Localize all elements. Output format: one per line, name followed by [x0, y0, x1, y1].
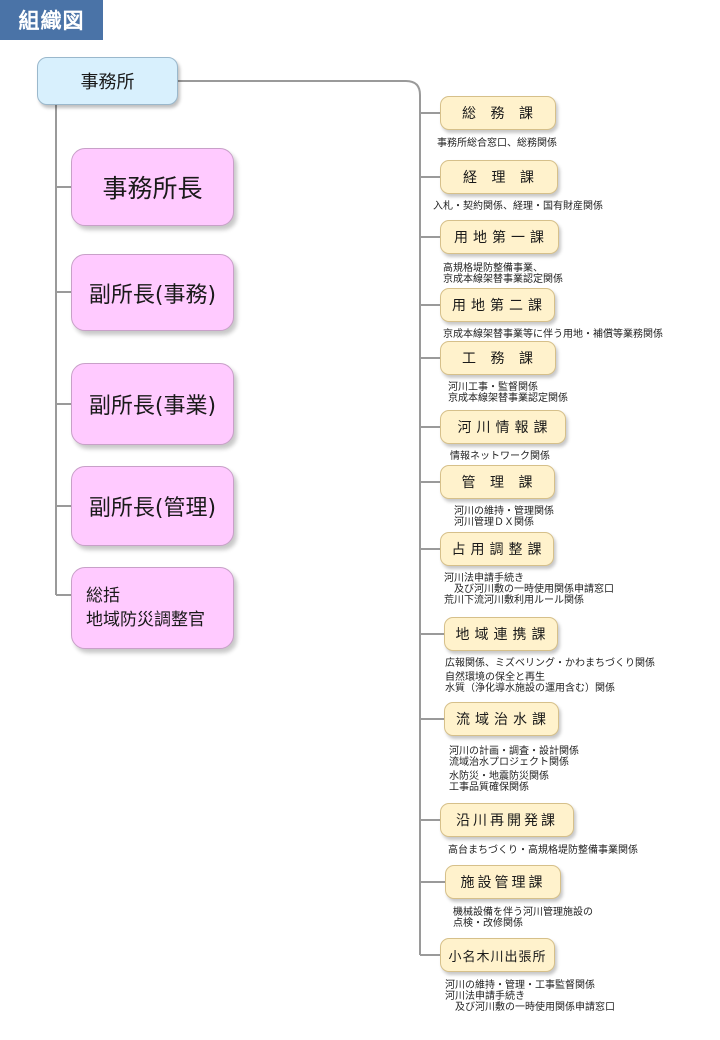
dept-general-affairs: 総 務 課: [440, 96, 556, 130]
dept-management-desc: 河川の維持・管理関係 河川管理ＤＸ関係: [454, 506, 554, 528]
dept-basin-flood-control-desc: 河川の計画・調査・設計関係 流域治水プロジェクト関係 水防災・地震防災関係 工事…: [449, 746, 579, 793]
dept-accounting: 経 理 課: [440, 160, 558, 194]
dept-regional-cooperation: 地域連携課: [444, 617, 558, 651]
dept-construction-desc: 河川工事・監督関係 京成本線架替事業認定関係: [448, 382, 568, 404]
dept-occupancy: 占用調整課: [440, 532, 554, 566]
spine-line: [178, 80, 421, 955]
dept-regional-cooperation-desc: 広報関係、ミズベリング・かわまちづくり関係 自然環境の保全と再生 水質（浄化導水…: [445, 658, 655, 694]
dept-occupancy-desc: 河川法申請手続き 及び河川敷の一時使用関係申請窓口 荒川下流河川敷利用ルール関係: [444, 573, 614, 606]
dept-river-info: 河川情報課: [440, 410, 566, 444]
office-root-box: 事務所: [37, 57, 178, 105]
deputy-admin-box: 副所長(事務): [71, 254, 234, 331]
dept-basin-flood-control: 流域治水課: [444, 702, 559, 736]
dept-general-affairs-desc: 事務所総合窓口、総務関係: [437, 138, 557, 149]
dept-river-info-desc: 情報ネットワーク関係: [450, 451, 550, 462]
dept-accounting-desc: 入札・契約関係、経理・国有財産関係: [433, 201, 603, 212]
dept-riverside-redevelopment-desc: 高台まちづくり・高規格堤防整備事業関係: [448, 845, 638, 856]
dept-land-2: 用地第二課: [440, 288, 555, 322]
dept-construction: 工 務 課: [440, 341, 556, 375]
page-title: 組織図: [0, 0, 103, 40]
disaster-coordinator-line-1: 総括: [86, 586, 120, 606]
disaster-coordinator-line-2: 地域防災調整官: [86, 610, 205, 630]
dept-onagigawa-branch-desc: 河川の維持・管理・工事監督関係 河川法申請手続き 及び河川敷の一時使用関係申請窓…: [445, 980, 615, 1013]
deputy-management-box: 副所長(管理): [71, 466, 234, 546]
dept-riverside-redevelopment: 沿川再開発課: [440, 803, 574, 837]
disaster-coordinator-box: 総括 地域防災調整官: [71, 567, 234, 649]
dept-management: 管 理 課: [440, 465, 555, 499]
dept-land-2-desc: 京成本線架替事業等に伴う用地・補償等業務関係: [443, 329, 663, 340]
office-director-box: 事務所長: [71, 148, 234, 226]
deputy-project-box: 副所長(事業): [71, 363, 234, 445]
dept-facility-management: 施設管理課: [445, 865, 561, 899]
dept-land-1-desc: 高規格堤防整備事業、 京成本線架替事業認定関係: [443, 263, 563, 285]
dept-facility-management-desc: 機械設備を伴う河川管理施設の 点検・改修関係: [453, 907, 593, 929]
dept-onagigawa-branch: 小名木川出張所: [440, 938, 555, 972]
dept-land-1: 用地第一課: [440, 220, 559, 254]
